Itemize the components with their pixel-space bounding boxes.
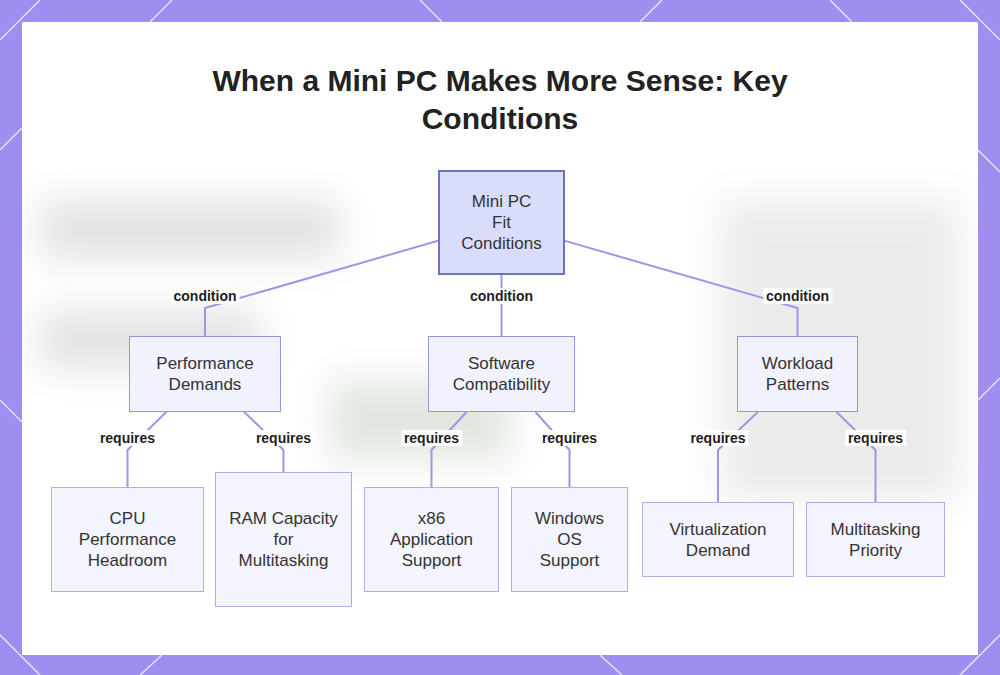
root-box: Mini PC Fit Conditions (438, 170, 565, 275)
connector-line (536, 412, 570, 487)
node-text: Software Compatibility (439, 353, 564, 395)
node-text: x86 Application Support (382, 508, 482, 571)
node-text: Workload Patterns (750, 353, 845, 395)
connector-line (205, 241, 438, 336)
condition-box: Windows OS Support (511, 487, 628, 592)
node-text: Mini PC Fit Conditions (461, 191, 543, 254)
node-text: CPU Performance Headroom (78, 508, 178, 571)
edge-label: requires (687, 430, 748, 446)
connector-line (128, 412, 167, 487)
edge-label: condition (171, 288, 240, 304)
condition-box: x86 Application Support (364, 487, 499, 592)
edge-label: requires (253, 430, 314, 446)
condition-box: Multitasking Priority (806, 502, 945, 577)
connector-line (432, 412, 467, 487)
diagram-title: When a Mini PC Makes More Sense: Key Con… (190, 62, 810, 138)
condition-box: RAM Capacity for Multitasking (215, 472, 352, 607)
condition-box: Workload Patterns (737, 336, 858, 412)
condition-box: CPU Performance Headroom (51, 487, 204, 592)
edge-label: requires (401, 430, 462, 446)
edge-label: requires (845, 430, 906, 446)
node-text: Windows OS Support (530, 508, 610, 571)
panel (22, 22, 978, 655)
condition-box: Virtualization Demand (642, 502, 794, 577)
node-text: Virtualization Demand (656, 519, 781, 561)
edge-label: requires (97, 430, 158, 446)
condition-box: Software Compatibility (428, 336, 575, 412)
connector-line (718, 412, 758, 502)
edge-label: requires (539, 430, 600, 446)
edge-label: condition (763, 288, 832, 304)
node-text: RAM Capacity for Multitasking (229, 508, 339, 571)
condition-box: Performance Demands (129, 336, 281, 412)
edge-label: condition (467, 288, 536, 304)
node-text: Multitasking Priority (818, 519, 933, 561)
connector-line (501, 275, 503, 336)
connector-line (837, 412, 876, 502)
node-text: Performance Demands (140, 353, 270, 395)
